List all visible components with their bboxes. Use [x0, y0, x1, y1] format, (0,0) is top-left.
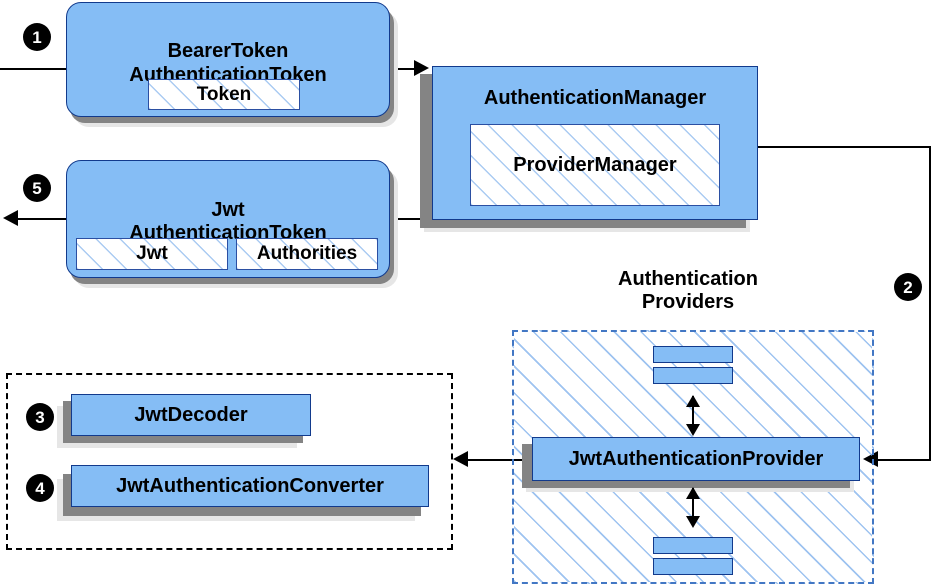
jwt-support-region: [6, 373, 453, 550]
connector-provider-to-support: [468, 459, 524, 461]
provider-manager[interactable]: ProviderManager: [470, 124, 720, 206]
connector-bearer-to-manager: [390, 68, 424, 70]
arrowhead-into-support: [453, 451, 468, 467]
provider-stub-bottom-1: [653, 537, 733, 554]
step-bullet-1: 1: [24, 24, 50, 50]
step-bullet-5: 5: [24, 175, 50, 201]
connector-top-double: [692, 396, 694, 432]
jwt-authentication-provider[interactable]: JwtAuthenticationProvider: [532, 437, 860, 481]
jwt-authentication-converter[interactable]: JwtAuthenticationConverter: [71, 465, 429, 507]
bearer-token-inner-token[interactable]: Token: [148, 79, 300, 110]
step-bullet-4: 4: [27, 475, 53, 501]
jwt-decoder[interactable]: JwtDecoder: [71, 394, 311, 436]
arrowhead-down-bottom: [686, 516, 700, 528]
authentication-manager-title: AuthenticationManager: [483, 87, 707, 109]
arrowhead-into-manager: [414, 60, 429, 76]
arrowhead-down-top: [686, 424, 700, 436]
connector-manager-right: [758, 146, 930, 148]
connector-bottom-double: [692, 488, 694, 524]
jwt-token-inner-jwt[interactable]: Jwt: [76, 238, 228, 270]
connector-right-down: [929, 146, 931, 459]
arrowhead-response-out: [3, 210, 18, 226]
connector-into-provider: [878, 459, 931, 461]
step-bullet-3: 3: [27, 404, 53, 430]
connector-manager-to-jwt-token: [390, 218, 434, 220]
provider-stub-top-1: [653, 346, 733, 363]
provider-stub-bottom-2: [653, 558, 733, 575]
provider-stub-top-2: [653, 367, 733, 384]
step-bullet-2: 2: [895, 274, 921, 300]
authentication-providers-label: Authentication Providers: [618, 268, 758, 313]
jwt-token-inner-authorities[interactable]: Authorities: [236, 238, 378, 270]
connector-jwt-token-out: [18, 218, 68, 220]
connector-request-in: [0, 68, 68, 70]
